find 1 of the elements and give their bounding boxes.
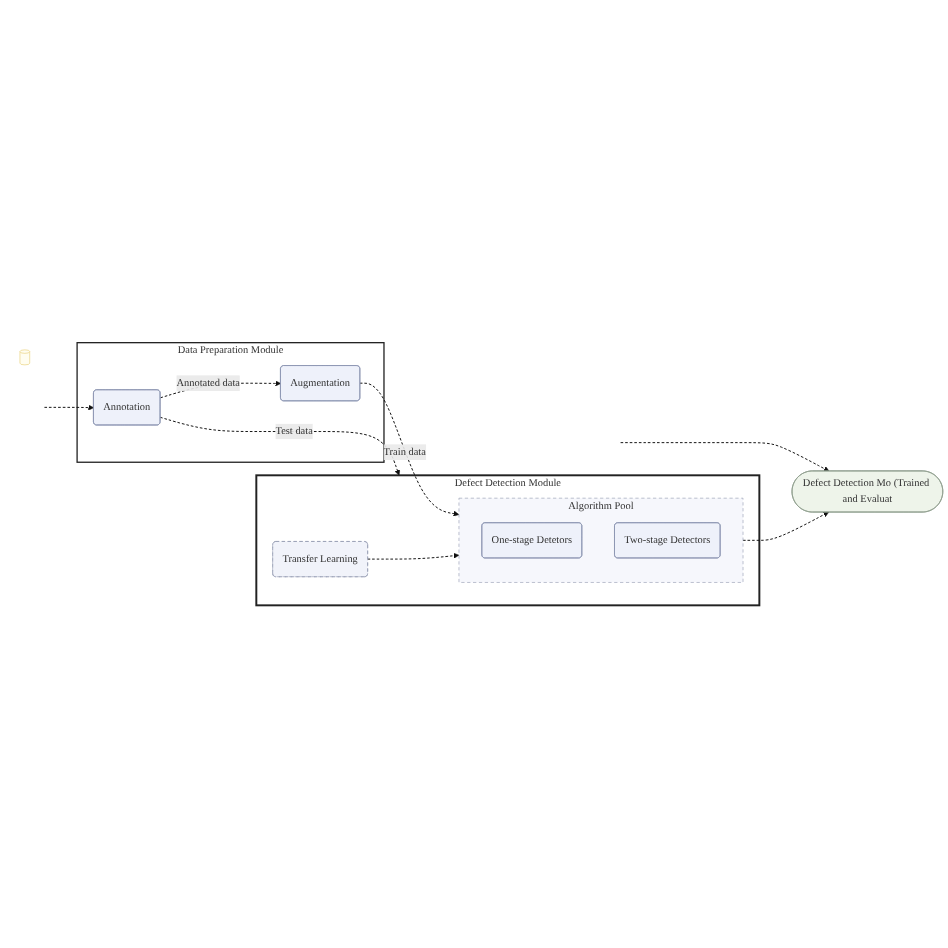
node-cylinder (19, 349, 31, 366)
